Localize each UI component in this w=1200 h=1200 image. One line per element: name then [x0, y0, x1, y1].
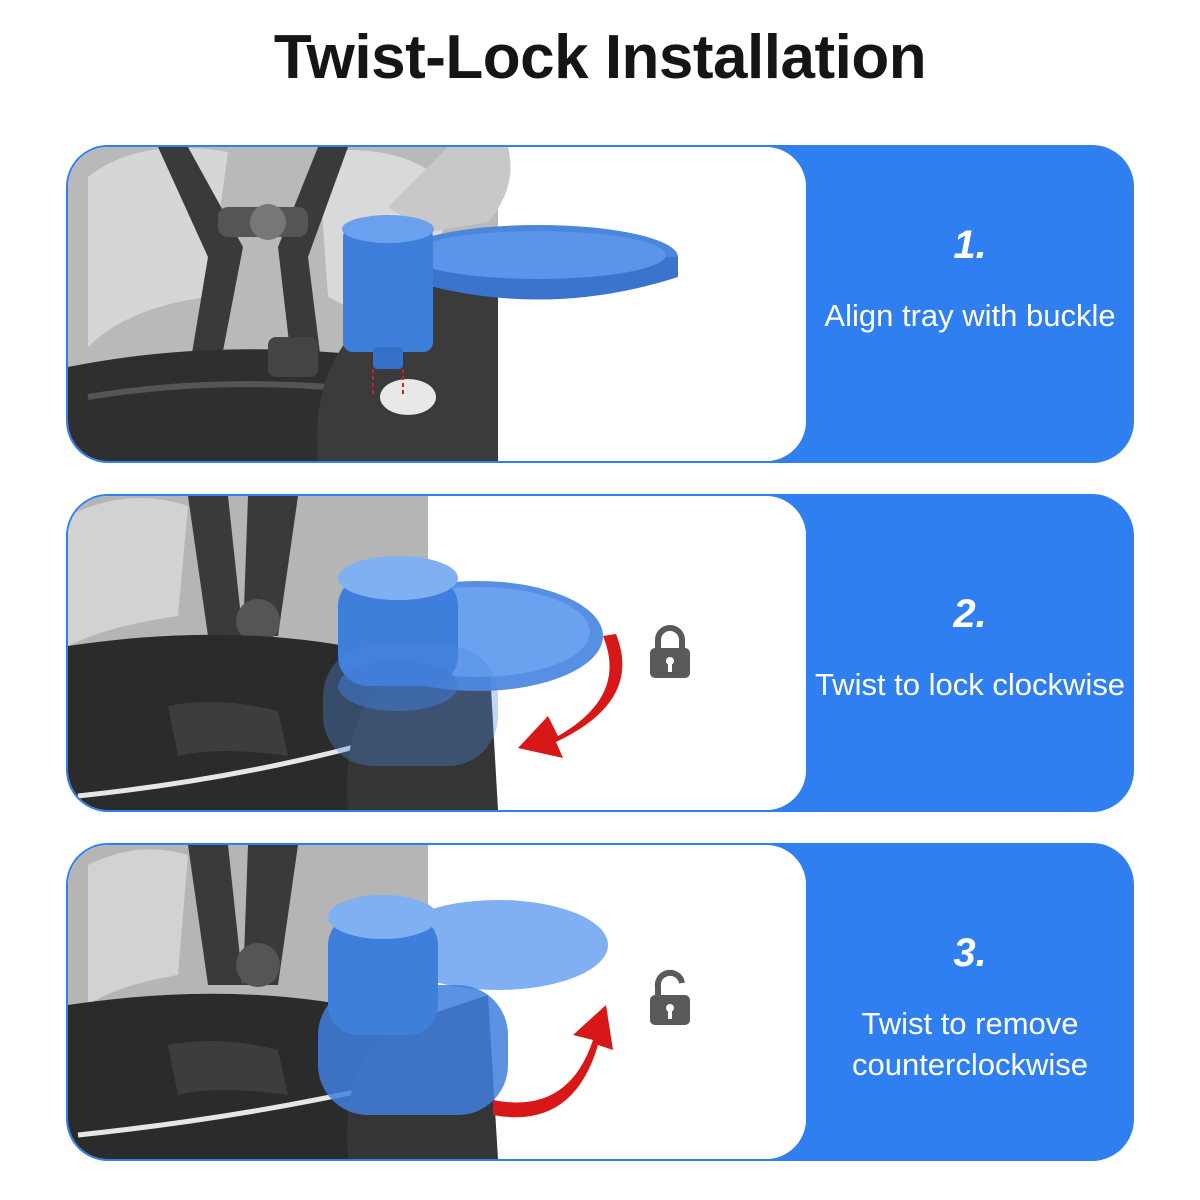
step-1-photo — [68, 147, 806, 461]
step-3-number: 3. — [953, 931, 987, 975]
step-2-number: 2. — [953, 592, 987, 636]
car-seat-with-tray-illustration — [68, 147, 806, 461]
page-title: Twist-Lock Installation — [273, 23, 927, 92]
step-card-2: 2. Twist to lock clockwise — [66, 494, 1134, 812]
step-1-description: Align tray with buckle — [824, 298, 1116, 333]
lock-closed-icon — [650, 625, 690, 678]
step-2-photo — [68, 496, 806, 810]
car-seat-twist-remove-illustration — [68, 845, 806, 1159]
car-seat-twist-lock-illustration — [68, 496, 806, 810]
step-card-1: 1. Align tray with buckle — [66, 145, 1134, 463]
step-3-photo — [68, 845, 806, 1159]
lock-open-icon — [650, 969, 690, 1025]
step-card-3: 3. Twist to remove counterclockwise — [66, 843, 1134, 1161]
step-1-number: 1. — [953, 223, 987, 267]
step-2-description: Twist to lock clockwise — [814, 667, 1126, 702]
step-3-description: Twist to remove counterclockwise — [851, 1006, 1089, 1082]
